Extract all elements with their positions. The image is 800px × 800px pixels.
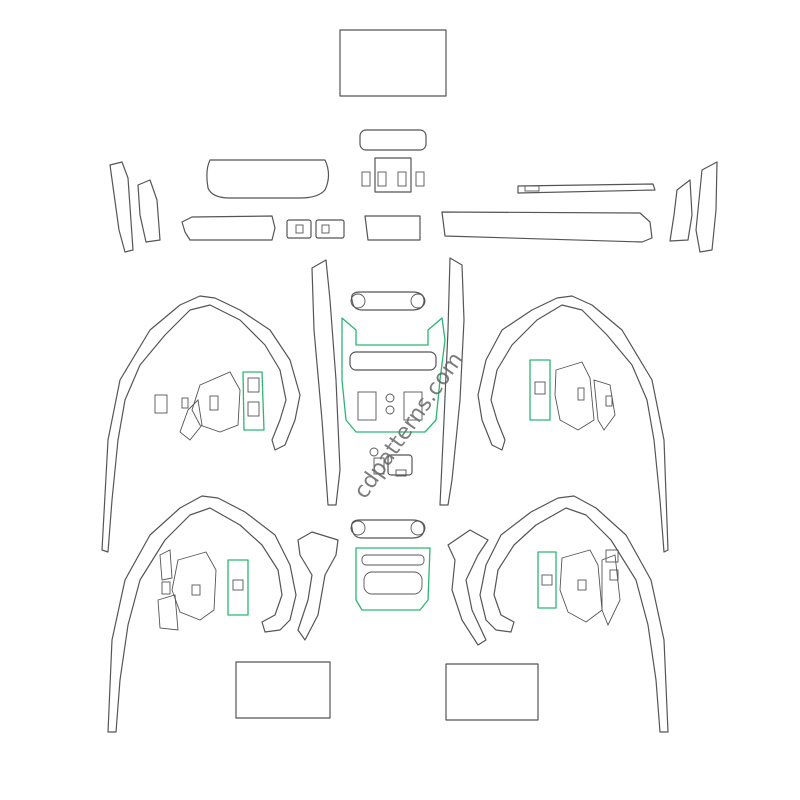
rear-left-door-film[interactable] xyxy=(107,495,297,733)
front-right-door-film[interactable] xyxy=(477,295,669,553)
lower-center-console-film[interactable] xyxy=(355,547,431,611)
instrument-cluster-film[interactable] xyxy=(206,159,330,199)
lower-left-knee-trim-film[interactable] xyxy=(297,531,339,641)
dash-button-film-left[interactable] xyxy=(286,219,312,239)
gear-selector-film[interactable] xyxy=(369,447,413,477)
front-left-door-film[interactable] xyxy=(101,295,301,553)
infotainment-screen-film[interactable] xyxy=(339,29,447,97)
rear-left-screen-film[interactable] xyxy=(235,661,331,719)
right-dash-strip-film[interactable] xyxy=(441,211,653,243)
rear-right-door-film[interactable] xyxy=(479,495,669,733)
lower-right-knee-trim-film[interactable] xyxy=(447,529,489,646)
top-center-trim-film[interactable] xyxy=(359,129,427,151)
left-console-side-strip-film[interactable] xyxy=(311,259,341,506)
rear-right-screen-film[interactable] xyxy=(445,663,539,721)
center-dash-piece-film[interactable] xyxy=(364,215,421,241)
dash-button-film-right[interactable] xyxy=(315,219,345,239)
upper-vent-bar-film[interactable] xyxy=(350,291,426,311)
right-pillar-trim-film[interactable] xyxy=(669,161,718,253)
switch-panel-film[interactable] xyxy=(361,157,425,193)
upper-center-console-film[interactable] xyxy=(341,317,446,433)
watermark-text: cdpatterns.com xyxy=(349,348,468,504)
lower-vent-bar-film[interactable] xyxy=(350,519,426,539)
left-pillar-trim-film[interactable] xyxy=(109,161,161,253)
left-dash-strip-film[interactable] xyxy=(181,215,276,241)
right-console-side-strip-film[interactable] xyxy=(439,257,465,506)
thin-dash-strip-film[interactable] xyxy=(517,183,656,194)
